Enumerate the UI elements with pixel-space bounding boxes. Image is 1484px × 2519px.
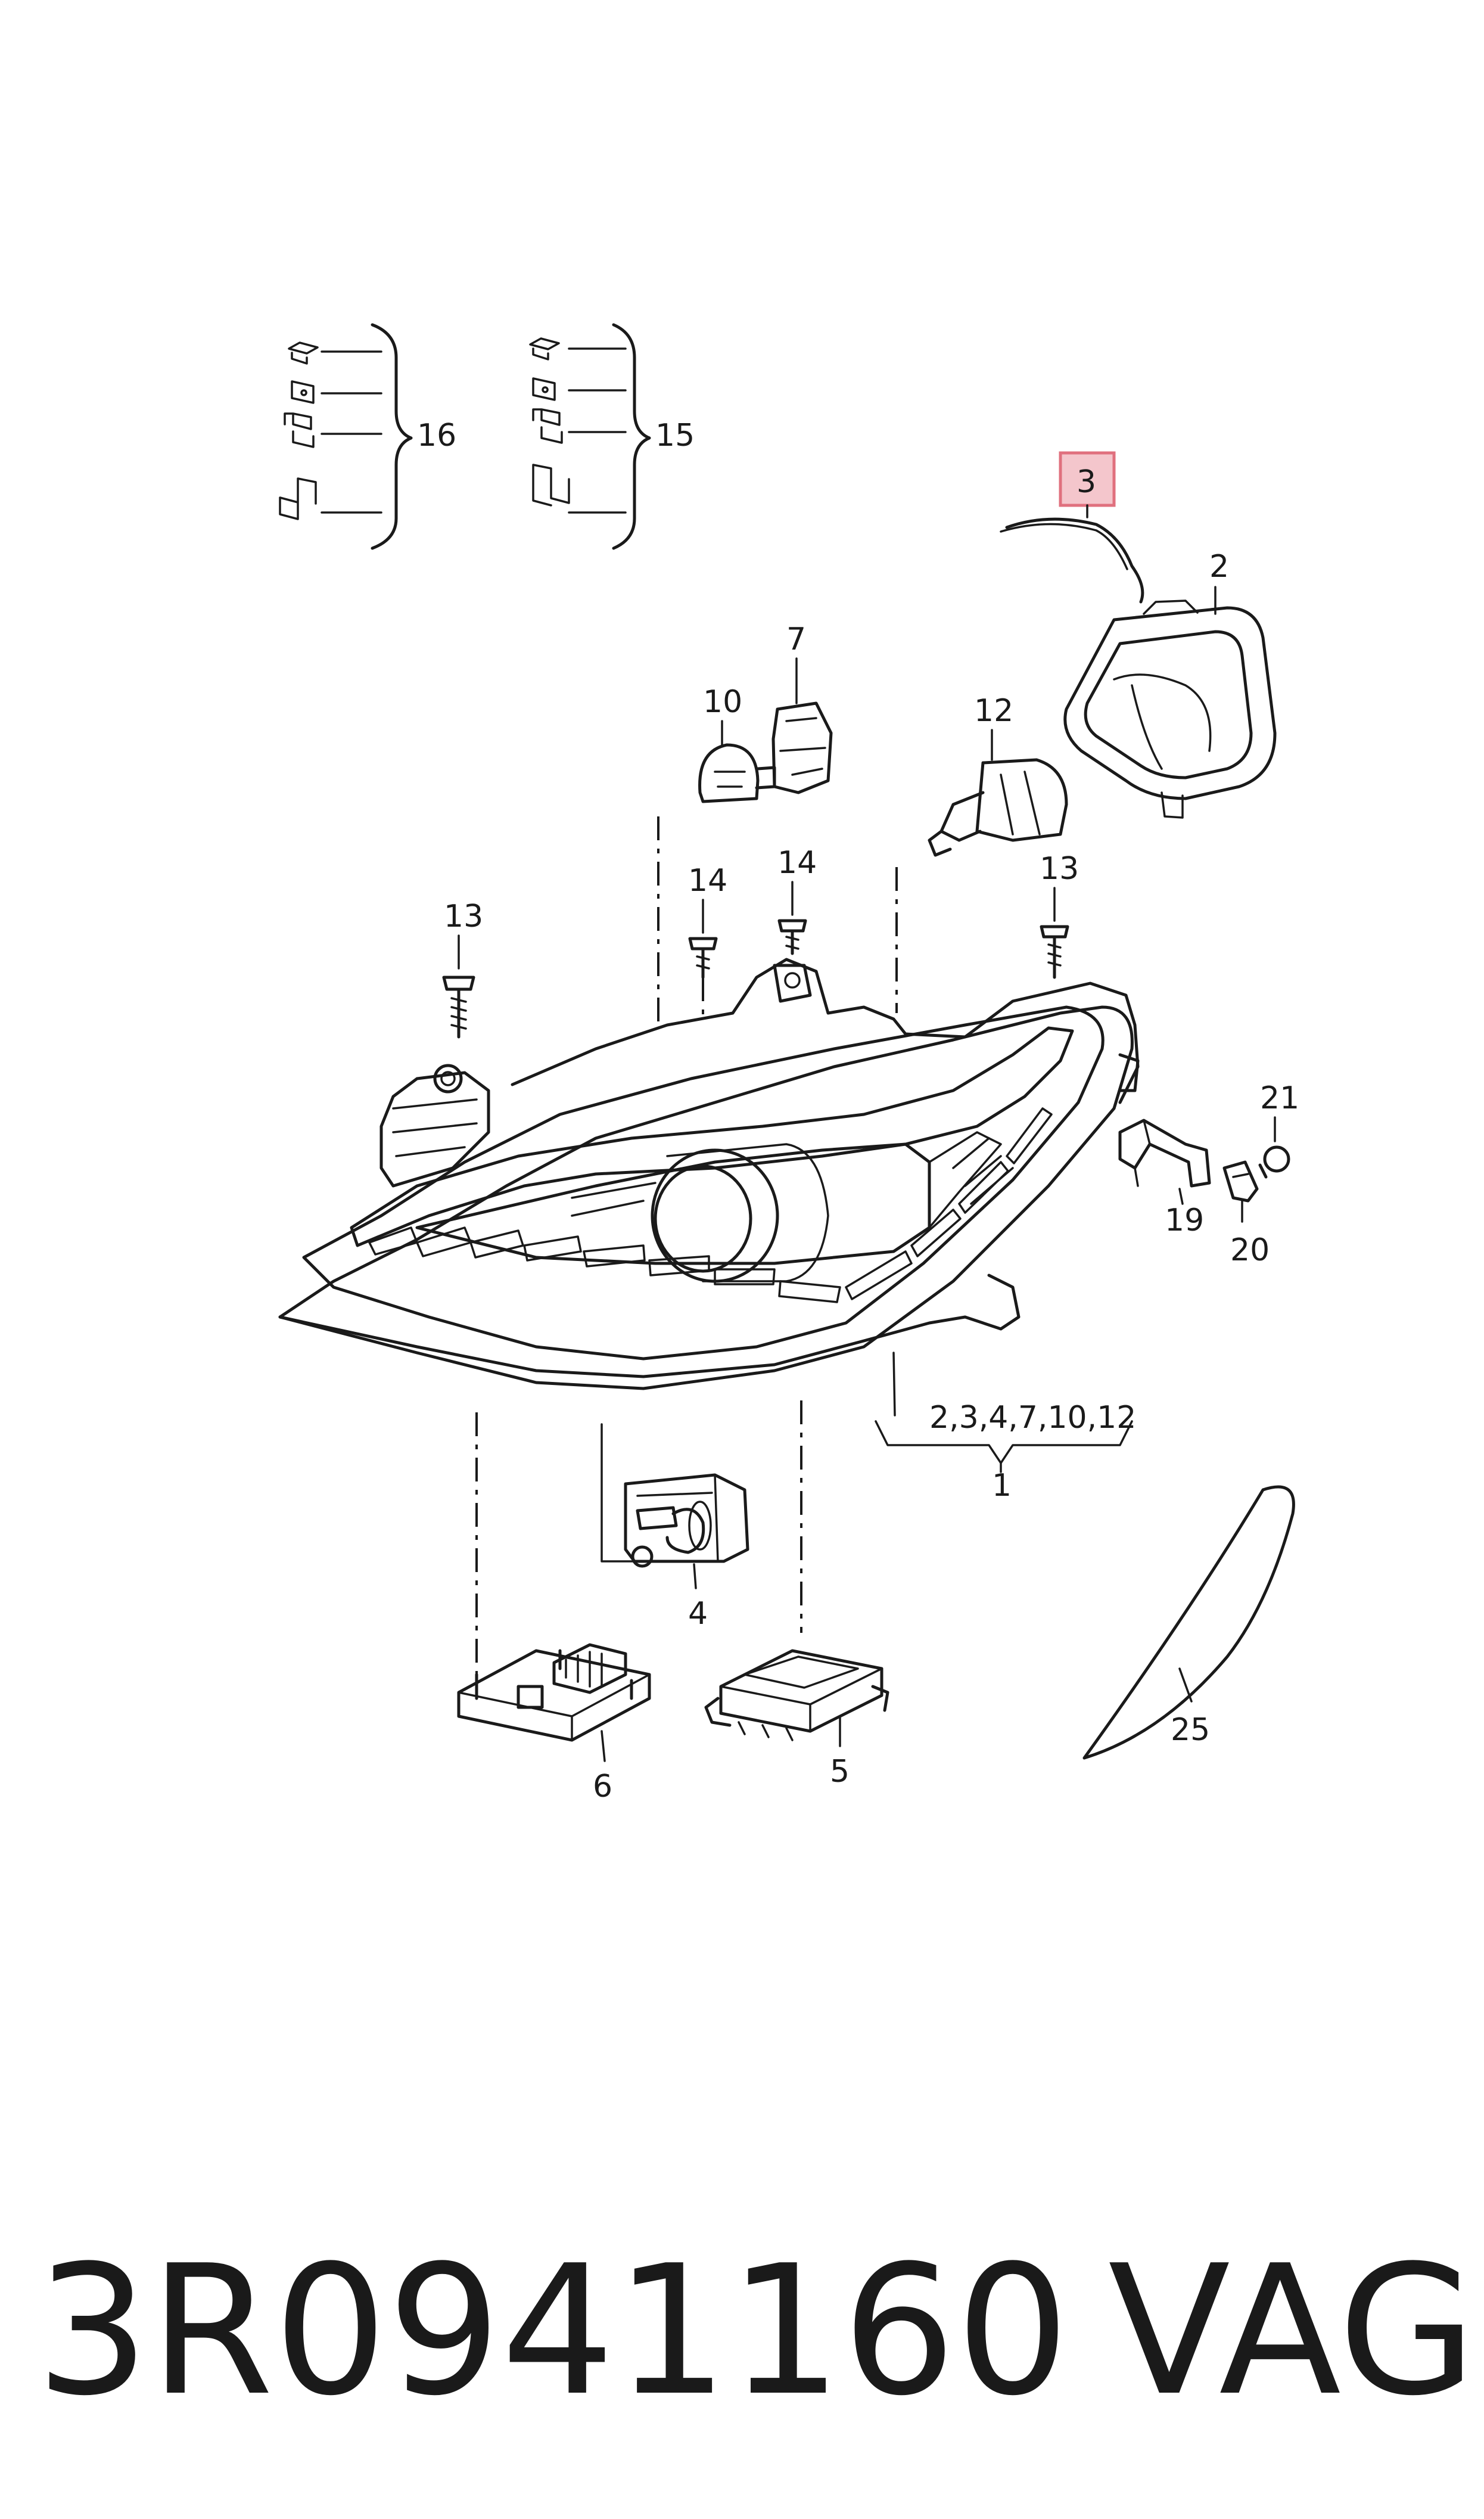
callout-16: 16 — [417, 418, 456, 454]
part-12-bulb: 12 — [928, 693, 1068, 857]
part-19-bracket: 19 — [1118, 1119, 1211, 1238]
callout-7: 7 — [786, 622, 806, 657]
callout-5: 5 — [830, 1754, 850, 1790]
headlight-assembly — [278, 958, 1140, 1390]
callout-13-right: 13 — [1040, 851, 1079, 887]
callout-4: 4 — [688, 1596, 708, 1632]
callout-21: 21 — [1260, 1080, 1299, 1116]
callout-10: 10 — [703, 684, 742, 720]
part-25-trim-cover: 25 — [1082, 1485, 1295, 1760]
callout-group: 2,3,4,7,10,12 — [929, 1400, 1136, 1436]
callout-20: 20 — [1230, 1232, 1270, 1268]
screw-14-left: 14 — [688, 863, 727, 979]
callout-14-left: 14 — [688, 863, 727, 899]
part-20-clip: 20 — [1222, 1160, 1270, 1268]
callout-2: 2 — [1209, 549, 1229, 585]
part-21-screw: 21 — [1258, 1080, 1299, 1179]
part-4-xenon-bulb: 4 — [624, 1473, 749, 1632]
screw-13-right: 13 — [1040, 851, 1079, 979]
part-6-control-board: 6 — [457, 1643, 651, 1804]
screw-14-right: 14 — [777, 845, 817, 955]
bracket-kit-15: 15 — [529, 323, 695, 550]
callout-19: 19 — [1165, 1203, 1204, 1238]
part-7-socket: 7 — [771, 622, 833, 794]
part-2-cap: 2 — [1063, 549, 1277, 819]
callout-13-left: 13 — [444, 899, 483, 934]
callout-group-1: 2,3,4,7,10,12 1 — [875, 1400, 1136, 1504]
callout-14-right: 14 — [777, 845, 817, 881]
callout-1: 1 — [992, 1468, 1012, 1504]
callout-6: 6 — [593, 1769, 612, 1804]
callout-15: 15 — [655, 418, 695, 454]
part-number: 3R0941160 — [36, 2227, 1069, 2435]
part-10-bulb: 10 — [698, 684, 776, 803]
leader-line — [601, 1423, 639, 1563]
part-5-ballast: 5 — [704, 1649, 889, 1790]
leader-line — [892, 1352, 896, 1417]
callout-12: 12 — [974, 693, 1013, 729]
brand-label: VAG — [1108, 2227, 1476, 2435]
callout-3: 3 — [1077, 464, 1096, 500]
screw-13-left: 13 — [442, 899, 483, 1039]
part-3-wire: 3 — [1000, 451, 1144, 604]
callout-25: 25 — [1171, 1712, 1210, 1748]
bracket-kit-16: 16 — [279, 323, 456, 550]
